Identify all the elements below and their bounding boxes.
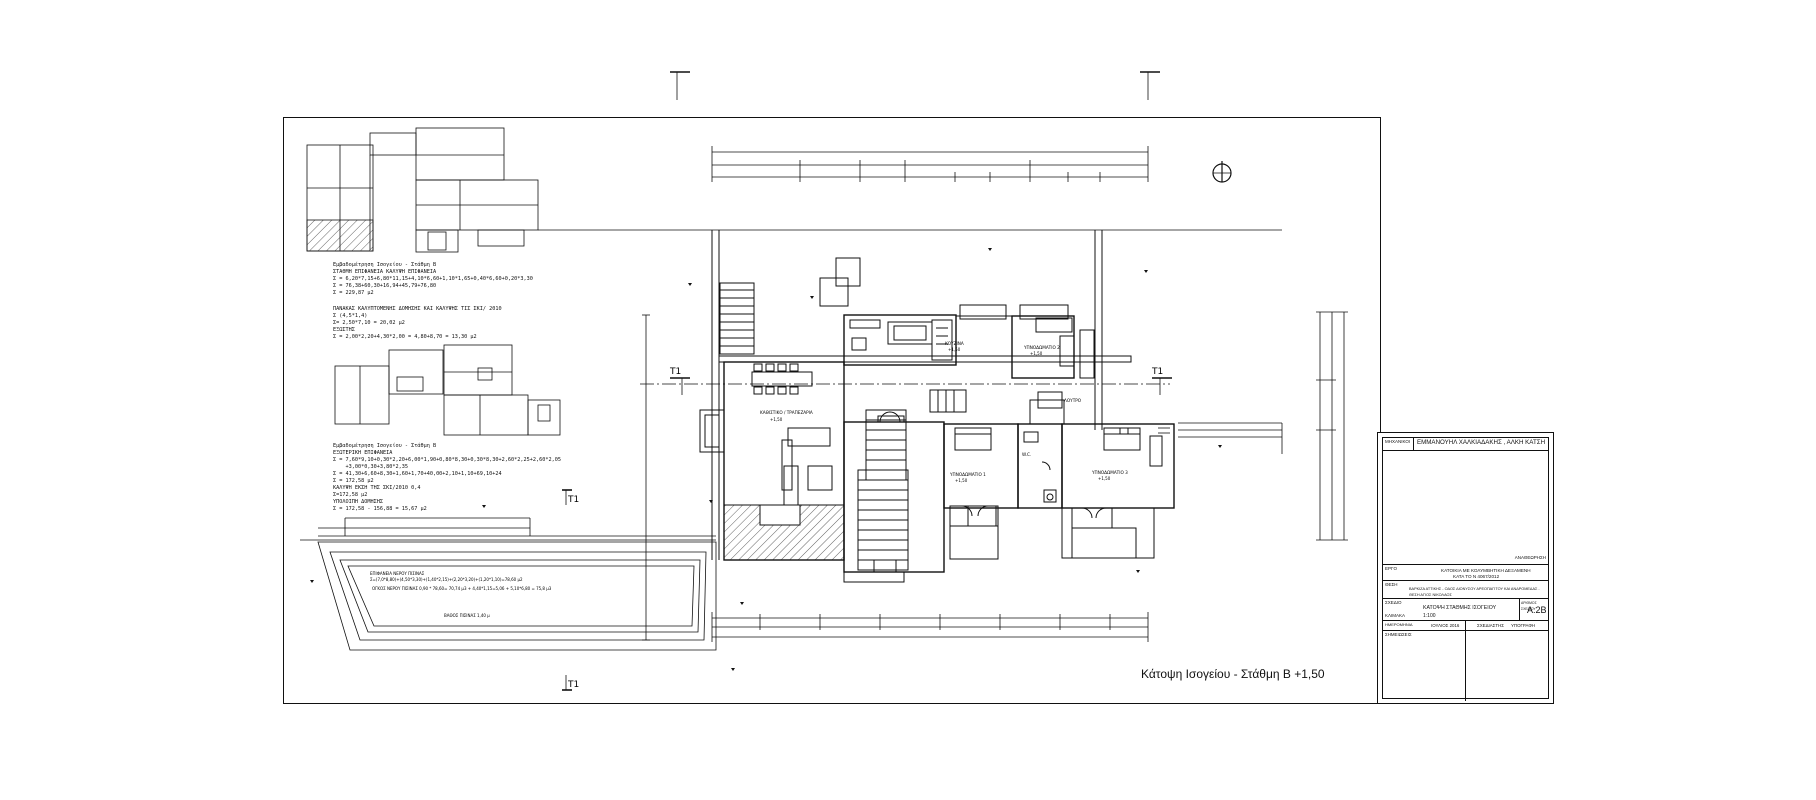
area-note-upper: Εμβαδομέτρηση Ισογείου - Στάθμη Β ΣΤΑΘΜΗ… bbox=[333, 262, 533, 296]
room-labels: ΚΑΘΙΣΤΙΚΟ / ΤΡΑΠΕΖΑΡΙΑ +1,50 ΚΟΥΖΙΝΑ +1,… bbox=[760, 341, 1128, 483]
room-level-kitchen: +1,50 bbox=[948, 347, 961, 352]
room-level-bedroom-2: +1,50 bbox=[1030, 351, 1043, 356]
title-block-site: ΘΕΣΗ ΒΑΡΚΙΖΑ ΑΤΤΙΚΗΣ - ΟΔΟΣ ΔΙΟΝΥΣΟΥ ΑΡΕ… bbox=[1383, 580, 1548, 599]
scale-value: 1:100 bbox=[1423, 613, 1436, 619]
drawing-number: Α.2Β bbox=[1527, 605, 1547, 615]
area-note-middle: ΠΑΝΑΚΑΣ ΚΑΛΥΠΤΟΜΕΝΗΣ ΔΟΜΗΣΗΣ ΚΑΙ ΚΑΛΥΨΗΣ… bbox=[333, 306, 502, 340]
section-mark-pool-bottom: Τ1 bbox=[567, 680, 579, 690]
dimension-lines-top bbox=[711, 146, 1149, 182]
pool-note-depth: ΒΑΘΟΣ ΠΙΣΙΝΑΣ 1,40 μ bbox=[444, 613, 490, 618]
drawing-value: ΚΑΤΟΨΗ ΣΤΑΘΜΗΣ ΙΣΟΓΕΙΟΥ bbox=[1423, 605, 1497, 611]
room-label-bedroom-1: ΥΠΝΟΔΩΜΑΤΙΟ 1 bbox=[949, 472, 986, 477]
date-label: ΗΜΕΡΟΜΗΝΙΑ bbox=[1385, 622, 1413, 627]
title-block-revisions: ΑΝΑΘΕΩΡΗΣΗ bbox=[1383, 450, 1548, 565]
room-level-bedroom-3: +1,50 bbox=[1098, 476, 1111, 481]
title-block-date: ΗΜΕΡΟΜΗΝΙΑ ΙΟΥΛΙΟΣ 2016 ΣΧΕΔΙΑΣΤΗΣ ΥΠΟΓΡ… bbox=[1383, 620, 1548, 631]
drawing-label: ΣΧΕΔΙΟ bbox=[1385, 600, 1402, 605]
drawing-no-label: ΑΡΙΘΜΟΣ ΣΧΕΔΙΟΥ bbox=[1521, 601, 1537, 611]
title-block-notes: ΣΗΜΕΙΩΣΕΙΣ bbox=[1383, 630, 1548, 701]
section-mark-left: Τ1 bbox=[669, 367, 681, 377]
drawing-frame bbox=[283, 117, 1381, 704]
room-level-dining: +1,50 bbox=[770, 417, 783, 422]
project-label: ΕΡΓΟ bbox=[1385, 566, 1397, 571]
pool-note-area: Σ=(7,0*8,80)+(4,50*3,30)+(1,40*2,15)+(2,… bbox=[370, 577, 523, 582]
drawing-title: Κάτοψη Ισογείου - Στάθμη Β +1,50 bbox=[1141, 667, 1325, 681]
swimming-pool bbox=[300, 517, 717, 651]
area-diagram-lower bbox=[334, 344, 561, 436]
room-label-dining: ΚΑΘΙΣΤΙΚΟ / ΤΡΑΠΕΖΑΡΙΑ bbox=[760, 410, 813, 415]
owner-value: ΕΜΜΑΝΟΥΗΛ ΧΑΛΚΙΑΔΑΚΗΣ , ΑΛΚΗ ΚΑΤΣΗ bbox=[1417, 439, 1546, 446]
room-level-bedroom-1: +1,50 bbox=[955, 478, 968, 483]
section-mark-right: Τ1 bbox=[1151, 367, 1163, 377]
level-markers bbox=[310, 248, 1222, 671]
room-label-wc: W.C. bbox=[1022, 452, 1031, 457]
room-label-bedroom-3: ΥΠΝΟΔΩΜΑΤΙΟ 3 bbox=[1091, 470, 1128, 475]
site-label: ΘΕΣΗ bbox=[1385, 582, 1398, 587]
owner-label: ΜΗΧΑΝΙΚΟΙ bbox=[1385, 439, 1411, 444]
room-label-bedroom-2: ΥΠΝΟΔΩΜΑΤΙΟ 2 bbox=[1023, 345, 1060, 350]
section-markers bbox=[562, 71, 1172, 691]
pool-note-volume: ΟΓΚΟΣ ΝΕΡΟΥ ΠΙΣΙΝΑΣ 0,90 * 78,60= 70,74 … bbox=[372, 586, 552, 591]
title-block: ΜΗΧΑΝΙΚΟΙ ΕΜΜΑΝΟΥΗΛ ΧΑΛΚΙΑΔΑΚΗΣ , ΑΛΚΗ Κ… bbox=[1377, 432, 1554, 704]
project-value-2: ΚΑΤΑ ΤΟ Ν 4067/2012 bbox=[1453, 574, 1500, 579]
title-block-project: ΕΡΓΟ ΚΑΤΟΙΚΙΑ ΜΕ ΚΟΛΥΜΒΗΤΙΚΗ ΔΕΞΑΜΕΝΗ ΚΑ… bbox=[1383, 564, 1548, 581]
date-value: ΙΟΥΛΙΟΣ 2016 bbox=[1431, 623, 1460, 628]
section-mark-pool-top: Τ1 bbox=[567, 495, 579, 505]
section-mark-labels: Τ1 Τ1 Τ1 Τ1 bbox=[567, 367, 1163, 690]
notes-label: ΣΗΜΕΙΩΣΕΙΣ bbox=[1385, 632, 1412, 637]
room-label-kitchen: ΚΟΥΖΙΝΑ bbox=[945, 341, 964, 346]
building-plan bbox=[699, 230, 1175, 583]
pool-notes: ΕΠΙΦΑΝΕΙΑ ΝΕΡΟΥ ΠΙΣΙΝΑΣ Σ=(7,0*8,80)+(4,… bbox=[370, 571, 552, 618]
title-block-owner-row: ΜΗΧΑΝΙΚΟΙ ΕΜΜΑΝΟΥΗΛ ΧΑΛΚΙΑΔΑΚΗΣ , ΑΛΚΗ Κ… bbox=[1383, 438, 1548, 450]
revisions-label: ΑΝΑΘΕΩΡΗΣΗ bbox=[1514, 555, 1546, 560]
site-boundary bbox=[538, 229, 1283, 454]
area-note-lower: Εμβαδομέτρηση Ισογείου - Στάθμη Β ΕΞΩΤΕΡ… bbox=[333, 443, 561, 512]
area-diagram-upper bbox=[306, 127, 539, 253]
dimension-lines-bottom bbox=[711, 612, 1149, 642]
pool-note-title: ΕΠΙΦΑΝΕΙΑ ΝΕΡΟΥ ΠΙΣΙΝΑΣ bbox=[370, 571, 425, 576]
scale-label: ΚΛΙΜΑΚΑ bbox=[1385, 613, 1406, 618]
north-arrow-icon bbox=[1212, 161, 1232, 183]
site-value: ΒΑΡΚΙΖΑ ΑΤΤΙΚΗΣ - ΟΔΟΣ ΔΙΟΝΥΣΟΥ ΑΡΕΟΠΑΓΙ… bbox=[1409, 587, 1540, 597]
project-value-1: ΚΑΤΟΙΚΙΑ ΜΕ ΚΟΛΥΜΒΗΤΙΚΗ ΔΕΞΑΜΕΝΗ bbox=[1441, 568, 1531, 573]
title-block-drawing: ΣΧΕΔΙΟ ΚΑΤΟΨΗ ΣΤΑΘΜΗΣ ΙΣΟΓΕΙΟΥ ΚΛΙΜΑΚΑ 1… bbox=[1383, 598, 1548, 621]
title-block-inner: ΜΗΧΑΝΙΚΟΙ ΕΜΜΑΝΟΥΗΛ ΧΑΛΚΙΑΔΑΚΗΣ , ΑΛΚΗ Κ… bbox=[1382, 437, 1549, 701]
room-label-bath: ΛΟΥΤΡΟ bbox=[1064, 398, 1082, 403]
dimension-lines-side bbox=[642, 311, 1348, 641]
sign-value: ΥΠΟΓΡΑΦΗ bbox=[1511, 623, 1536, 628]
sign-label: ΣΧΕΔΙΑΣΤΗΣ bbox=[1477, 623, 1504, 628]
